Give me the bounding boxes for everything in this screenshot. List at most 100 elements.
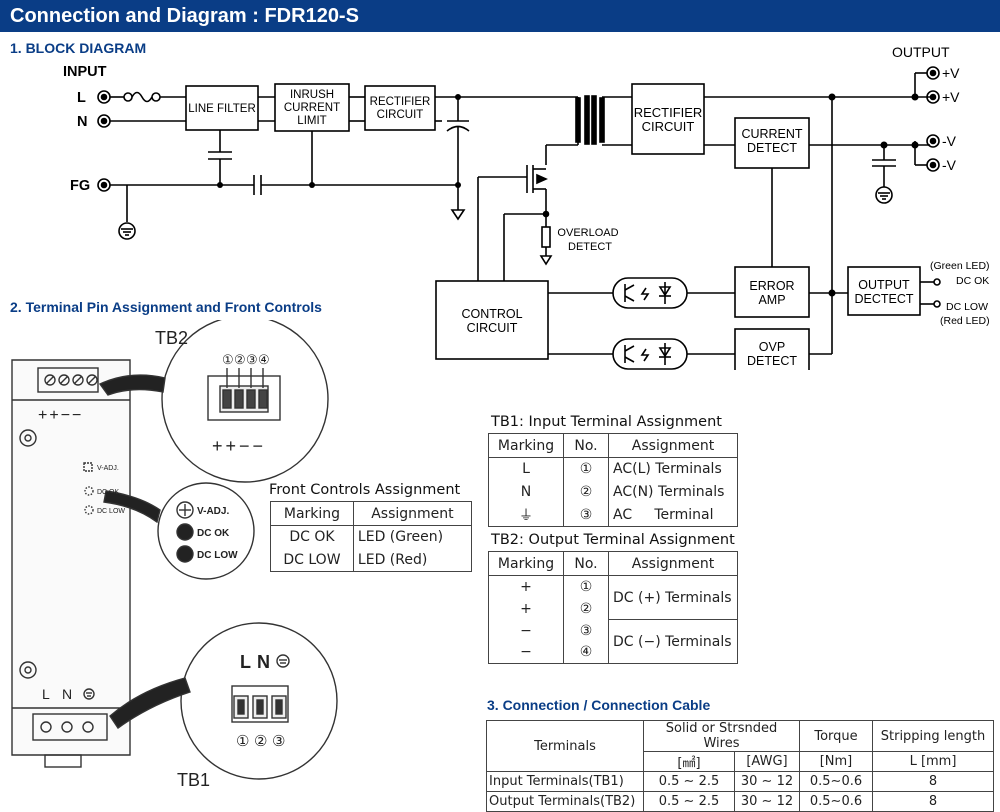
label-section2-ln_marks-1: N [62, 686, 72, 702]
label-section3-col_terminals: Terminals [486, 720, 644, 772]
output-label: OUTPUT [892, 44, 950, 60]
label-section2-dcok: DC OK [97, 489, 120, 496]
label-section3-rows-0-4: 8 [872, 771, 994, 792]
label-tb2_table-headers-2: Assignment [608, 551, 738, 576]
label-tb1_table-rows-0-2: AC(L) Terminals [608, 457, 738, 481]
label-section2-vadj: V-ADJ. [97, 465, 119, 472]
label-section1-blocks-inrush-2: LIMIT [297, 115, 326, 127]
label-tb2_table-numbers-3: ④ [563, 641, 609, 664]
label-section1-blocks-output_detect-0: OUTPUT [858, 278, 910, 292]
label-section2-pin_numbers_tb1-0: ① [236, 733, 249, 750]
label-tb2_table-markings-3: − [488, 641, 564, 664]
label-tb2_table-assign_pos: DC (+) Terminals [608, 575, 738, 620]
block-diagram: LINE FILTER INRUSH CURRENT LIMIT RECTIFI… [63, 44, 990, 370]
label-section2-ln_marks-0: L [240, 652, 251, 672]
label-section1-blocks-error_amp-0: ERROR [749, 279, 794, 293]
label-section1-outputs-3: -V [942, 157, 957, 173]
label-section3-rows-0-2: 30 ∼ 12 [734, 771, 800, 792]
label-section2-pin_numbers_tb2-2: ③ [246, 352, 258, 367]
label-tb2_table-headers-0: Marking [488, 551, 564, 576]
label-section1-blocks-rectifier_out-0: RECTIFIER [634, 105, 703, 120]
label-section1-blocks-ovp-0: OVP [759, 340, 785, 354]
label-front_controls-rows-0-0: DC OK [270, 525, 354, 549]
label-section1-dc_low: DC LOW [946, 301, 988, 313]
label-tb1_table-headers-0: Marking [488, 433, 564, 458]
label-tb1_table-headers-2: Assignment [608, 433, 738, 458]
connection-heading: 3. Connection / Connection Cable [487, 697, 711, 713]
label-tb2_table-markings-2: − [488, 619, 564, 642]
label-section3-col_strip: Stripping length [872, 720, 994, 752]
label-front_controls-rows-0-1: LED (Green) [352, 525, 473, 549]
label-section3-rows-1-3: 0.5∼0.6 [799, 791, 873, 812]
label-section1-outputs-2: -V [942, 133, 957, 149]
tb2-label: TB2 [155, 328, 188, 348]
label-section1-blocks-error_amp-1: AMP [758, 293, 785, 307]
label-tb1_table-rows-2-1: ③ [563, 503, 609, 527]
label-section1-blocks-overload-1: DETECT [568, 241, 612, 253]
label-tb2_table-markings-0: + [488, 575, 564, 598]
label-section3-rows-0-1: 0.5 ∼ 2.5 [643, 771, 735, 792]
label-section3-rows-1-4: 8 [872, 791, 994, 812]
terminal-heading: 2. Terminal Pin Assignment and Front Con… [10, 299, 322, 315]
label-front_controls-headers-1: Assignment [352, 501, 473, 526]
front-controls-table: Marking Assignment DC OK LED (Green) DC … [270, 501, 473, 572]
label-section1-blocks-current_detect-1: DETECT [747, 141, 797, 155]
label-section2-signs: ++−− [212, 436, 266, 456]
label-section1-blocks-rectifier_in-1: CIRCUIT [377, 109, 424, 121]
label-tb2_table-numbers-2: ③ [563, 619, 609, 642]
label-section2-dclow: DC LOW [197, 550, 238, 561]
label-tb1_table-rows-1-1: ② [563, 480, 609, 504]
label-section2-dcok: DC OK [197, 528, 230, 539]
label-section3-sub_l: L [mm] [872, 751, 994, 772]
label-front_controls-rows-1-0: DC LOW [270, 548, 354, 572]
input-label: INPUT [63, 64, 107, 80]
label-tb2_table-headers-1: No. [563, 551, 609, 576]
label-section2-pin_numbers_tb2-0: ① [222, 352, 234, 367]
label-section1-pins-L: L [77, 90, 86, 106]
tb1-title: TB1: Input Terminal Assignment [491, 414, 722, 430]
label-section3-rows-1-1: 0.5 ∼ 2.5 [643, 791, 735, 812]
label-section2-pin_numbers_tb1-1: ② [254, 733, 267, 750]
label-section1-blocks-rectifier_out-1: CIRCUIT [642, 119, 695, 134]
device-drawing: TB2 TB1 ++−− ++−− ① ② ③ ④ V-ADJ. DC OK D… [11, 320, 338, 790]
label-tb1_table-headers-1: No. [563, 433, 609, 458]
label-section1-blocks-control-1: CIRCUIT [467, 321, 518, 335]
label-section2-ln_marks-0: L [42, 686, 50, 702]
line-filter-label: LINE FILTER [188, 103, 256, 115]
label-tb2_table-assign_neg: DC (−) Terminals [608, 619, 738, 664]
tb2-title: TB2: Output Terminal Assignment [491, 532, 735, 548]
label-section1-outputs-0: +V [942, 65, 960, 81]
label-section3-rows-1-0: Output Terminals(TB2) [486, 791, 644, 812]
front-controls-title: Front Controls Assignment [269, 482, 461, 498]
label-section3-col_wires: Solid or Strsnded Wires [643, 720, 800, 752]
label-section1-blocks-inrush-1: CURRENT [284, 102, 340, 114]
label-front_controls-headers-0: Marking [270, 501, 354, 526]
page-title: Connection and Diagram : FDR120-S [0, 0, 1000, 32]
label-tb2_table-numbers-0: ① [563, 575, 609, 598]
label-section3-sub_nm: [Nm] [799, 751, 873, 772]
label-section3-col_torque: Torque [799, 720, 873, 752]
label-front_controls-rows-1-1: LED (Red) [352, 548, 473, 572]
label-section2-dclow: DC LOW [97, 508, 125, 515]
label-tb1_table-rows-2-2: AC Terminal [608, 503, 738, 527]
label-section1-blocks-rectifier_in-0: RECTIFIER [370, 96, 431, 108]
label-section3-sub_mm2: [㎟] [643, 751, 735, 772]
label-section2-pin_numbers_tb1-2: ③ [272, 733, 285, 750]
label-tb2_table-numbers-1: ② [563, 597, 609, 620]
label-section1-blocks-current_detect-0: CURRENT [741, 127, 802, 141]
label-tb1_table-rows-0-1: ① [563, 457, 609, 481]
label-section1-outputs-1: +V [942, 89, 960, 105]
label-section1-dc_ok: DC OK [956, 275, 989, 287]
label-tb1_table-rows-1-2: AC(N) Terminals [608, 480, 738, 504]
label-section3-rows-1-2: 30 ∼ 12 [734, 791, 800, 812]
connection-table: Terminals Solid or Strsnded Wires Torque… [486, 720, 994, 812]
label-tb1_table-rows-1-0: N [488, 480, 564, 504]
label-section1-led_red: (Red LED) [940, 315, 990, 327]
label-section1-blocks-overload-0: OVERLOAD [557, 227, 618, 239]
block-diagram-heading: 1. BLOCK DIAGRAM [10, 40, 147, 56]
label-section3-rows-0-3: 0.5∼0.6 [799, 771, 873, 792]
label-tb1_table-rows-2-0: ⏚ [488, 503, 564, 527]
label-section3-sub_awg: [AWG] [734, 751, 800, 772]
